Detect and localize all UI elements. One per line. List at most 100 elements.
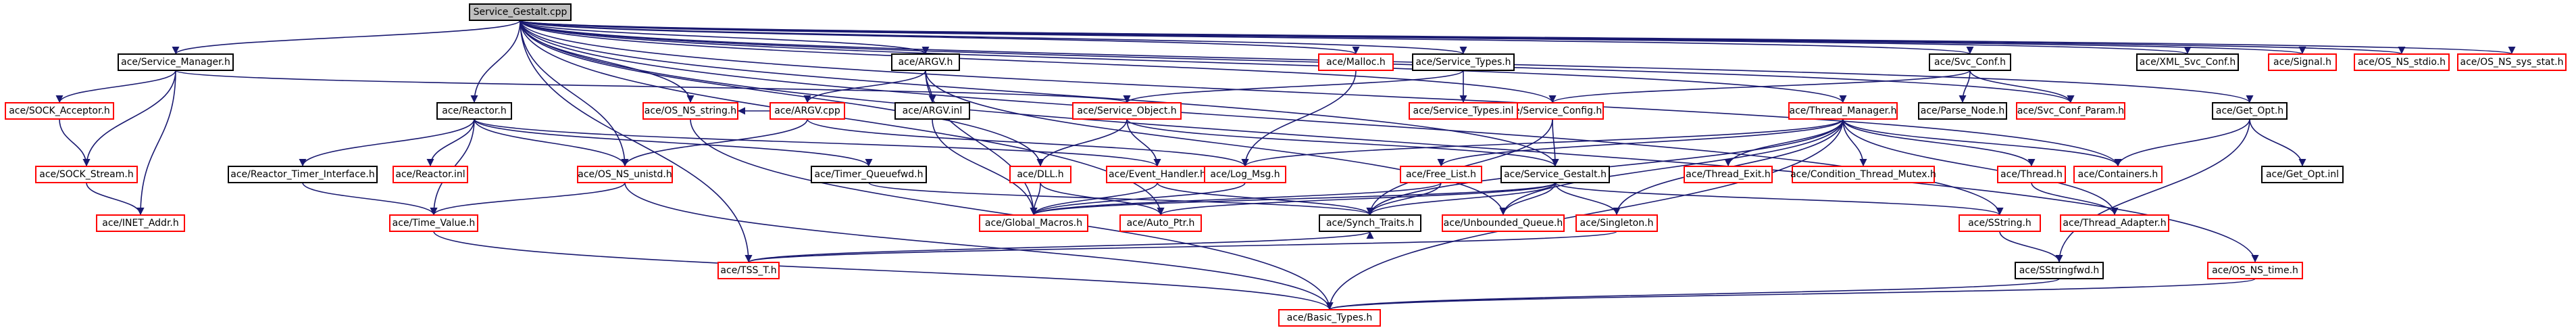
node-box-svc_conf_h (1929, 53, 2011, 71)
node-box-log_msg_h (1204, 166, 1286, 183)
node-box-xml_svc_conf_h (2136, 53, 2239, 71)
node-service_types_h[interactable]: ace/Service_Types.h (1412, 53, 1515, 71)
node-box-service_manager_h (118, 53, 234, 71)
edge-get_opt_h-to-containers_h (2114, 118, 2250, 167)
node-malloc_h: ace/Malloc.h (1318, 53, 1394, 71)
node-box-auto_ptr_h (1119, 214, 1202, 232)
node-service_gestalt_h[interactable]: ace/Service_Gestalt.h (1500, 166, 1610, 183)
node-box-sock_acceptor_h (5, 102, 114, 120)
node-box-reactor_timer_interface_h (228, 166, 378, 183)
edge-reactor_h-to-reactor_inl (426, 118, 475, 167)
node-auto_ptr_h: ace/Auto_Ptr.h (1119, 214, 1202, 232)
node-label-xml_svc_conf_h: ace/XML_Svc_Conf.h (2140, 57, 2236, 68)
node-inet_addr_h: ace/INET_Addr.h (96, 214, 185, 232)
edge-argv_cpp-to-log_msg_h (807, 118, 1249, 167)
edge-argv_h-to-argv_cpp (803, 70, 926, 103)
node-os_ns_sys_stat_h: ace/OS_NS_sys_stat.h (2457, 53, 2567, 71)
node-box-thread_adapter_h (2060, 214, 2169, 232)
node-label-service_manager_h: ace/Service_Manager.h (121, 57, 230, 68)
node-global_macros_h: ace/Global_Macros.h (979, 214, 1088, 232)
node-parse_node_h[interactable]: ace/Parse_Node.h (1918, 102, 2007, 120)
edge-service_gestalt_h-to-unbounded_queue_h (1499, 182, 1556, 216)
edge-service_manager_h-to-inet_addr_h (136, 70, 176, 216)
node-label-svc_conf_h: ace/Svc_Conf.h (1934, 57, 2006, 68)
edge-service_gestalt_cpp-to-svc_conf_h (520, 20, 1973, 55)
edge-service_gestalt_h-to-singleton_h (1555, 182, 1621, 216)
edge-free_list_h-to-global_macros_h (1030, 182, 1442, 216)
node-label-sock_stream_h: ace/SOCK_Stream.h (39, 169, 133, 180)
node-box-condition_thread_mutex_h (1792, 166, 1935, 183)
node-containers_h: ace/Containers.h (2073, 166, 2163, 183)
node-reactor_timer_interface_h[interactable]: ace/Reactor_Timer_Interface.h (228, 166, 378, 183)
node-box-sstring_h (1959, 214, 2041, 232)
edge-reactor_h-to-timer_queuefwd_h (474, 118, 873, 167)
node-get_opt_h[interactable]: ace/Get_Opt.h (2212, 102, 2288, 120)
node-box-argv_h (891, 53, 960, 71)
node-box-service_config_h (1501, 102, 1604, 120)
node-box-unbounded_queue_h (1442, 214, 1565, 232)
edge-service_gestalt_h-to-synch_traits_h (1366, 182, 1556, 216)
node-thread_h: ace/Thread.h (1997, 166, 2066, 183)
node-label-service_gestalt_h: ace/Service_Gestalt.h (1504, 169, 1607, 180)
node-box-os_ns_stdio_h (2354, 53, 2450, 71)
node-log_msg_h: ace/Log_Msg.h (1204, 166, 1286, 183)
node-label-os_ns_time_h: ace/OS_NS_time.h (2212, 265, 2298, 276)
node-os_ns_stdio_h: ace/OS_NS_stdio.h (2354, 53, 2450, 71)
node-tss_t_h: ace/TSS_T.h (717, 262, 780, 279)
node-box-singleton_h (1575, 214, 1658, 232)
node-free_list_h: ace/Free_List.h (1400, 166, 1482, 183)
edge-service_manager_h-to-service_object_h (175, 70, 1130, 103)
node-label-thread_manager_h: ace/Thread_Manager.h (1790, 106, 1897, 116)
node-box-free_list_h (1400, 166, 1482, 183)
node-label-global_macros_h: ace/Global_Macros.h (985, 218, 1082, 229)
edge-event_handler_h-to-global_macros_h (1030, 182, 1158, 216)
node-xml_svc_conf_h[interactable]: ace/XML_Svc_Conf.h (2136, 53, 2239, 71)
node-service_manager_h[interactable]: ace/Service_Manager.h (118, 53, 234, 71)
node-svc_conf_h[interactable]: ace/Svc_Conf.h (1929, 53, 2011, 71)
node-time_value_h: ace/Time_Value.h (389, 214, 478, 232)
node-sstringfwd_h[interactable]: ace/SStringfwd.h (2015, 262, 2104, 279)
node-label-service_types_h: ace/Service_Types.h (1415, 57, 1511, 68)
edge-thread_manager_h-to-unbounded_queue_h (1499, 118, 1844, 216)
node-argv_inl[interactable]: ace/ARGV.inl (894, 102, 970, 120)
node-box-reactor_inl (393, 166, 468, 183)
node-label-thread_exit_h: ace/Thread_Exit.h (1686, 169, 1770, 180)
node-box-containers_h (2073, 166, 2163, 183)
node-timer_queuefwd_h[interactable]: ace/Timer_Queuefwd.h (811, 166, 927, 183)
edge-free_list_h-to-synch_traits_h (1366, 182, 1442, 216)
edge-svc_conf_h-to-service_config_h (1548, 70, 1971, 103)
node-box-malloc_h (1318, 53, 1394, 71)
node-reactor_h[interactable]: ace/Reactor.h (436, 102, 512, 120)
node-label-os_ns_string_h: ace/OS_NS_string.h (645, 106, 736, 116)
edge-get_opt_h-to-sstringfwd_h (2055, 118, 2250, 263)
node-box-parse_node_h (1918, 102, 2007, 120)
node-unbounded_queue_h: ace/Unbounded_Queue.h (1442, 214, 1565, 232)
node-box-time_value_h (389, 214, 478, 232)
edge-svc_conf_h-to-parse_node_h (1959, 70, 1971, 103)
node-thread_adapter_h: ace/Thread_Adapter.h (2060, 214, 2169, 232)
node-box-get_opt_inl (2261, 166, 2344, 183)
edge-service_gestalt_cpp-to-dll_h (520, 20, 1044, 167)
edge-reactor_h-to-reactor_timer_interface_h (299, 118, 475, 167)
node-label-signal_h: ace/Signal.h (2273, 57, 2331, 68)
node-get_opt_inl[interactable]: ace/Get_Opt.inl (2261, 166, 2344, 183)
edge-malloc_h-to-log_msg_h (1241, 70, 1357, 167)
node-label-reactor_inl: ace/Reactor.inl (395, 169, 465, 180)
node-box-thread_exit_h (1684, 166, 1773, 183)
node-os_ns_string_h: ace/OS_NS_string.h (642, 102, 738, 120)
edge-os_ns_unistd_h-to-time_value_h (430, 182, 626, 216)
edge-service_object_h-to-dll_h (1036, 118, 1128, 167)
node-argv_h[interactable]: ace/ARGV.h (891, 53, 960, 71)
edge-service_object_h-to-service_gestalt_h (1126, 118, 1559, 167)
node-basic_types_h: ace/Basic_Types.h (1278, 309, 1381, 327)
edge-service_gestalt_h-to-sstring_h (1555, 182, 2004, 216)
node-label-basic_types_h: ace/Basic_Types.h (1287, 312, 1372, 323)
edge-service_gestalt_cpp-to-service_gestalt_h (520, 20, 1559, 167)
node-label-get_opt_h: ace/Get_Opt.h (2216, 106, 2283, 116)
node-synch_traits_h[interactable]: ace/Synch_Traits.h (1319, 214, 1421, 232)
edge-svc_conf_h-to-svc_conf_param_h (1969, 70, 2075, 103)
node-service_object_h: ace/Service_Object.h (1072, 102, 1182, 120)
node-label-service_config_h: ace/Service_Config.h (1503, 106, 1602, 116)
edge-thread_manager_h-to-containers_h (1842, 118, 2122, 167)
